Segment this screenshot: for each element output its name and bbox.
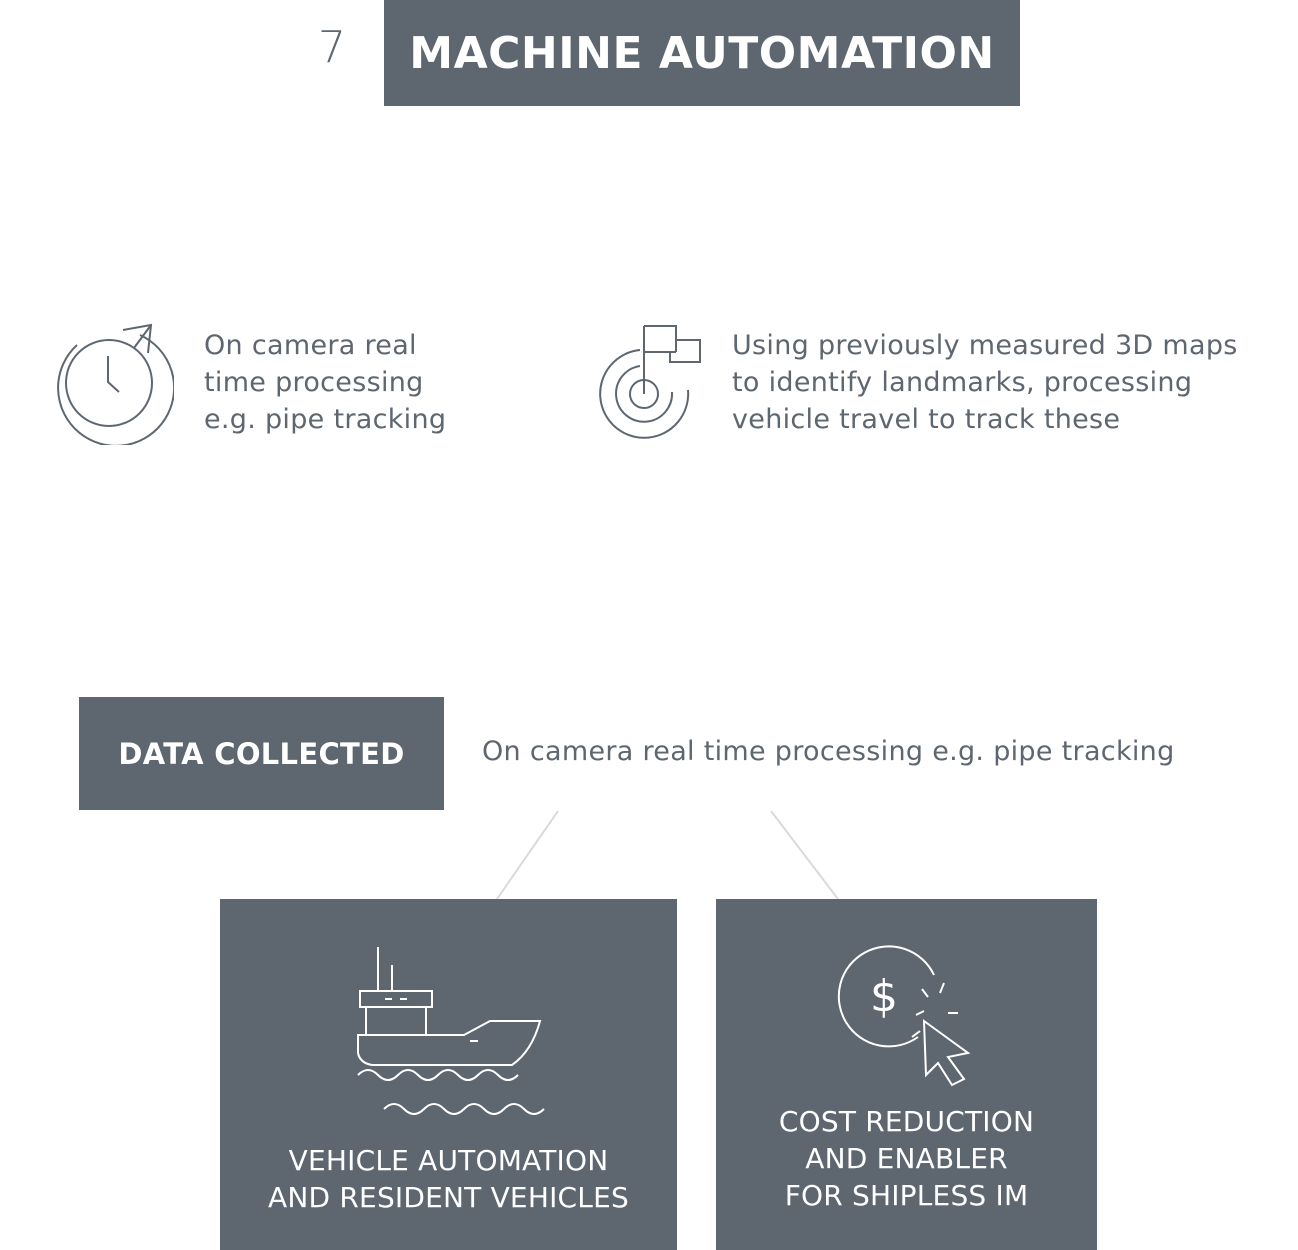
target-flag-icon (599, 325, 701, 439)
connector-left (496, 810, 559, 900)
data-collected-box: DATA COLLECTED (79, 697, 444, 810)
clock-refresh-icon (57, 323, 174, 445)
outcome-label: COST REDUCTION AND ENABLER FOR SHIPLESS … (716, 1103, 1097, 1214)
feature-realtime-processing: On camera real time processing e.g. pipe… (204, 327, 446, 438)
feature-line: e.g. pipe tracking (204, 404, 447, 435)
feature-line: vehicle travel to track these (732, 404, 1121, 435)
feature-line: to identify landmarks, processing (732, 367, 1193, 398)
outcome-line: AND RESIDENT VEHICLES (268, 1181, 629, 1214)
data-collected-label: DATA COLLECTED (118, 736, 405, 771)
svg-text:$: $ (870, 971, 898, 1022)
feature-line: On camera real (204, 330, 417, 361)
connector-right (770, 810, 839, 900)
page-title: MACHINE AUTOMATION (409, 27, 995, 79)
section-number: 7 (318, 22, 346, 73)
outcome-line: COST REDUCTION (778, 1105, 1035, 1138)
outcome-line: VEHICLE AUTOMATION (288, 1144, 609, 1177)
feature-3d-maps: Using previously measured 3D maps to ide… (732, 327, 1238, 438)
title-banner: MACHINE AUTOMATION (384, 0, 1020, 106)
outcome-label: VEHICLE AUTOMATION AND RESIDENT VEHICLES (220, 1142, 677, 1216)
feature-line: time processing (204, 367, 424, 398)
dollar-click-icon: $ (837, 945, 971, 1087)
outcome-vehicle-automation: VEHICLE AUTOMATION AND RESIDENT VEHICLES (220, 899, 677, 1250)
ship-icon (357, 947, 545, 1115)
outcome-cost-reduction: $ COST REDUCTION AND ENABLER FOR SHIPLES… (716, 899, 1097, 1250)
outcome-line: AND ENABLER (805, 1142, 1008, 1175)
feature-line: Using previously measured 3D maps (732, 330, 1238, 361)
outcome-line: FOR SHIPLESS IM (784, 1179, 1029, 1212)
data-collected-description: On camera real time processing e.g. pipe… (482, 736, 1175, 767)
